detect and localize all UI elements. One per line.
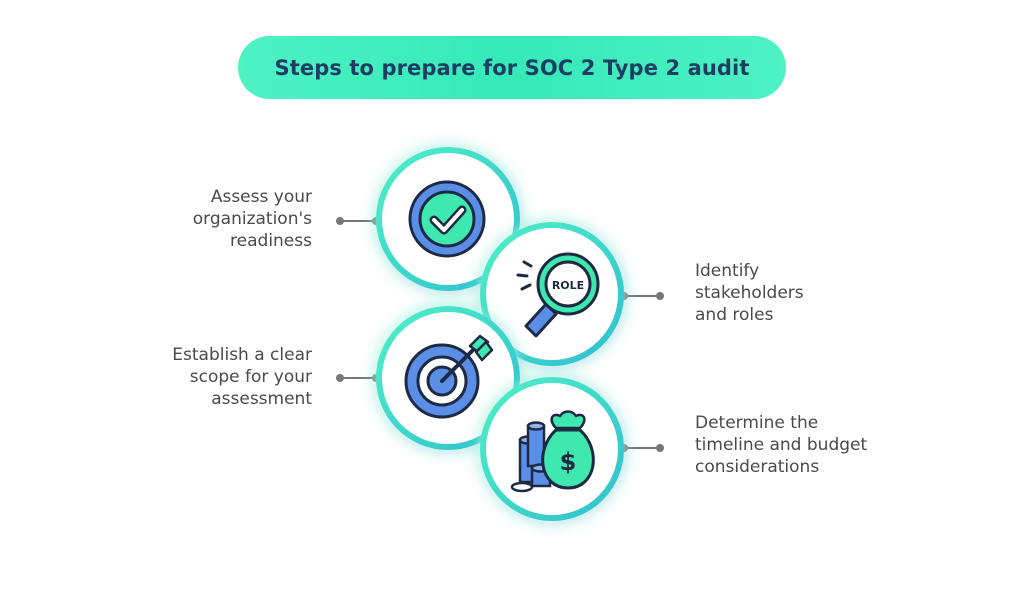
step-2-label: Identify stakeholders and roles — [695, 261, 804, 325]
step-4-circle: $ — [480, 377, 624, 521]
dollar-sign: $ — [560, 448, 577, 476]
connector-2 — [620, 292, 664, 300]
page-title: Steps to prepare for SOC 2 Type 2 audit — [274, 55, 750, 80]
role-icon-text: ROLE — [552, 279, 584, 292]
magnifier-role-icon: ROLE — [516, 252, 600, 338]
connector-1 — [336, 217, 380, 225]
step-2-circle: ROLE — [480, 222, 624, 366]
step-4-label: Determine the timeline and budget consid… — [695, 413, 868, 477]
title-banner: Steps to prepare for SOC 2 Type 2 audit — [238, 36, 786, 99]
connector-4 — [620, 444, 664, 452]
checkmark-icon — [408, 180, 486, 258]
target-arrow-icon — [404, 334, 494, 419]
step-1-circle — [376, 147, 520, 291]
step-3-circle — [376, 306, 520, 450]
step-3-label: Establish a clear scope for your assessm… — [172, 345, 312, 409]
connector-3 — [336, 374, 380, 382]
money-bag-icon: $ — [510, 410, 595, 493]
step-1-label: Assess your organization's readiness — [192, 187, 312, 251]
